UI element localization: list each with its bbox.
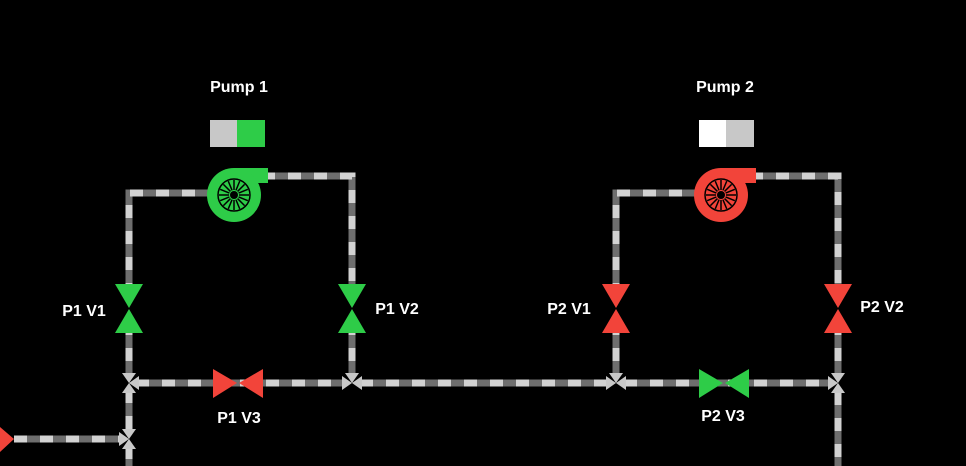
- valve-p1-v1-label: P1 V1: [62, 303, 106, 320]
- pipe-p2-discharge: [750, 172, 842, 296]
- pipe-junctions: [119, 373, 845, 449]
- pump-1-switch-left[interactable]: [210, 120, 237, 147]
- pump-1[interactable]: Pump 1: [207, 79, 268, 222]
- butterfly-valve-icon[interactable]: [699, 369, 749, 398]
- valve-p2-v3[interactable]: P2 V3: [699, 369, 749, 425]
- pipe-p1-discharge: [262, 172, 356, 296]
- junction-inlet-icon: [119, 429, 136, 449]
- pump-2-label: Pump 2: [696, 79, 754, 96]
- junction-p1-right-icon: [342, 373, 362, 390]
- pump-1-label: Pump 1: [210, 79, 268, 96]
- butterfly-valve-icon[interactable]: [338, 284, 366, 333]
- impeller-spokes: [706, 180, 736, 210]
- pipe-p1-suction: [125, 189, 222, 296]
- butterfly-valve-icon[interactable]: [213, 369, 263, 398]
- valve-p1-v3[interactable]: P1 V3: [213, 369, 263, 427]
- pump-2-switch-right[interactable]: [726, 120, 754, 147]
- junction-p1-left-icon: [122, 373, 139, 393]
- pump-1-switch[interactable]: [210, 120, 265, 147]
- pump-1-switch-right[interactable]: [237, 120, 265, 147]
- centrifugal-pump-icon[interactable]: [694, 168, 756, 222]
- junction-p2-right-icon: [828, 373, 845, 393]
- butterfly-valve-icon[interactable]: [824, 284, 852, 333]
- valve-p2-v1[interactable]: P2 V1: [547, 284, 630, 333]
- valve-p1-v2[interactable]: P1 V2: [338, 284, 419, 333]
- valve-p2-v2[interactable]: P2 V2: [824, 284, 904, 333]
- valve-p1-v3-label: P1 V3: [217, 410, 261, 427]
- impeller-spokes: [219, 180, 249, 210]
- valve-p1-v2-label: P1 V2: [375, 301, 419, 318]
- pipe-p2-suction: [612, 189, 708, 296]
- valve-p1-v1[interactable]: P1 V1: [62, 284, 143, 333]
- junction-p2-left-icon: [606, 373, 626, 390]
- valve-p2-v2-label: P2 V2: [860, 299, 904, 316]
- pump-2-switch[interactable]: [699, 120, 754, 147]
- centrifugal-pump-icon[interactable]: [207, 168, 268, 222]
- valve-p2-v1-label: P2 V1: [547, 301, 591, 318]
- pump-2[interactable]: Pump 2: [694, 79, 756, 222]
- butterfly-valve-icon[interactable]: [602, 284, 630, 333]
- pump-2-switch-left[interactable]: [699, 120, 726, 147]
- butterfly-valve-icon[interactable]: [115, 284, 143, 333]
- valve-p2-v3-label: P2 V3: [701, 408, 745, 425]
- inlet-flow-arrow-icon: [0, 427, 14, 452]
